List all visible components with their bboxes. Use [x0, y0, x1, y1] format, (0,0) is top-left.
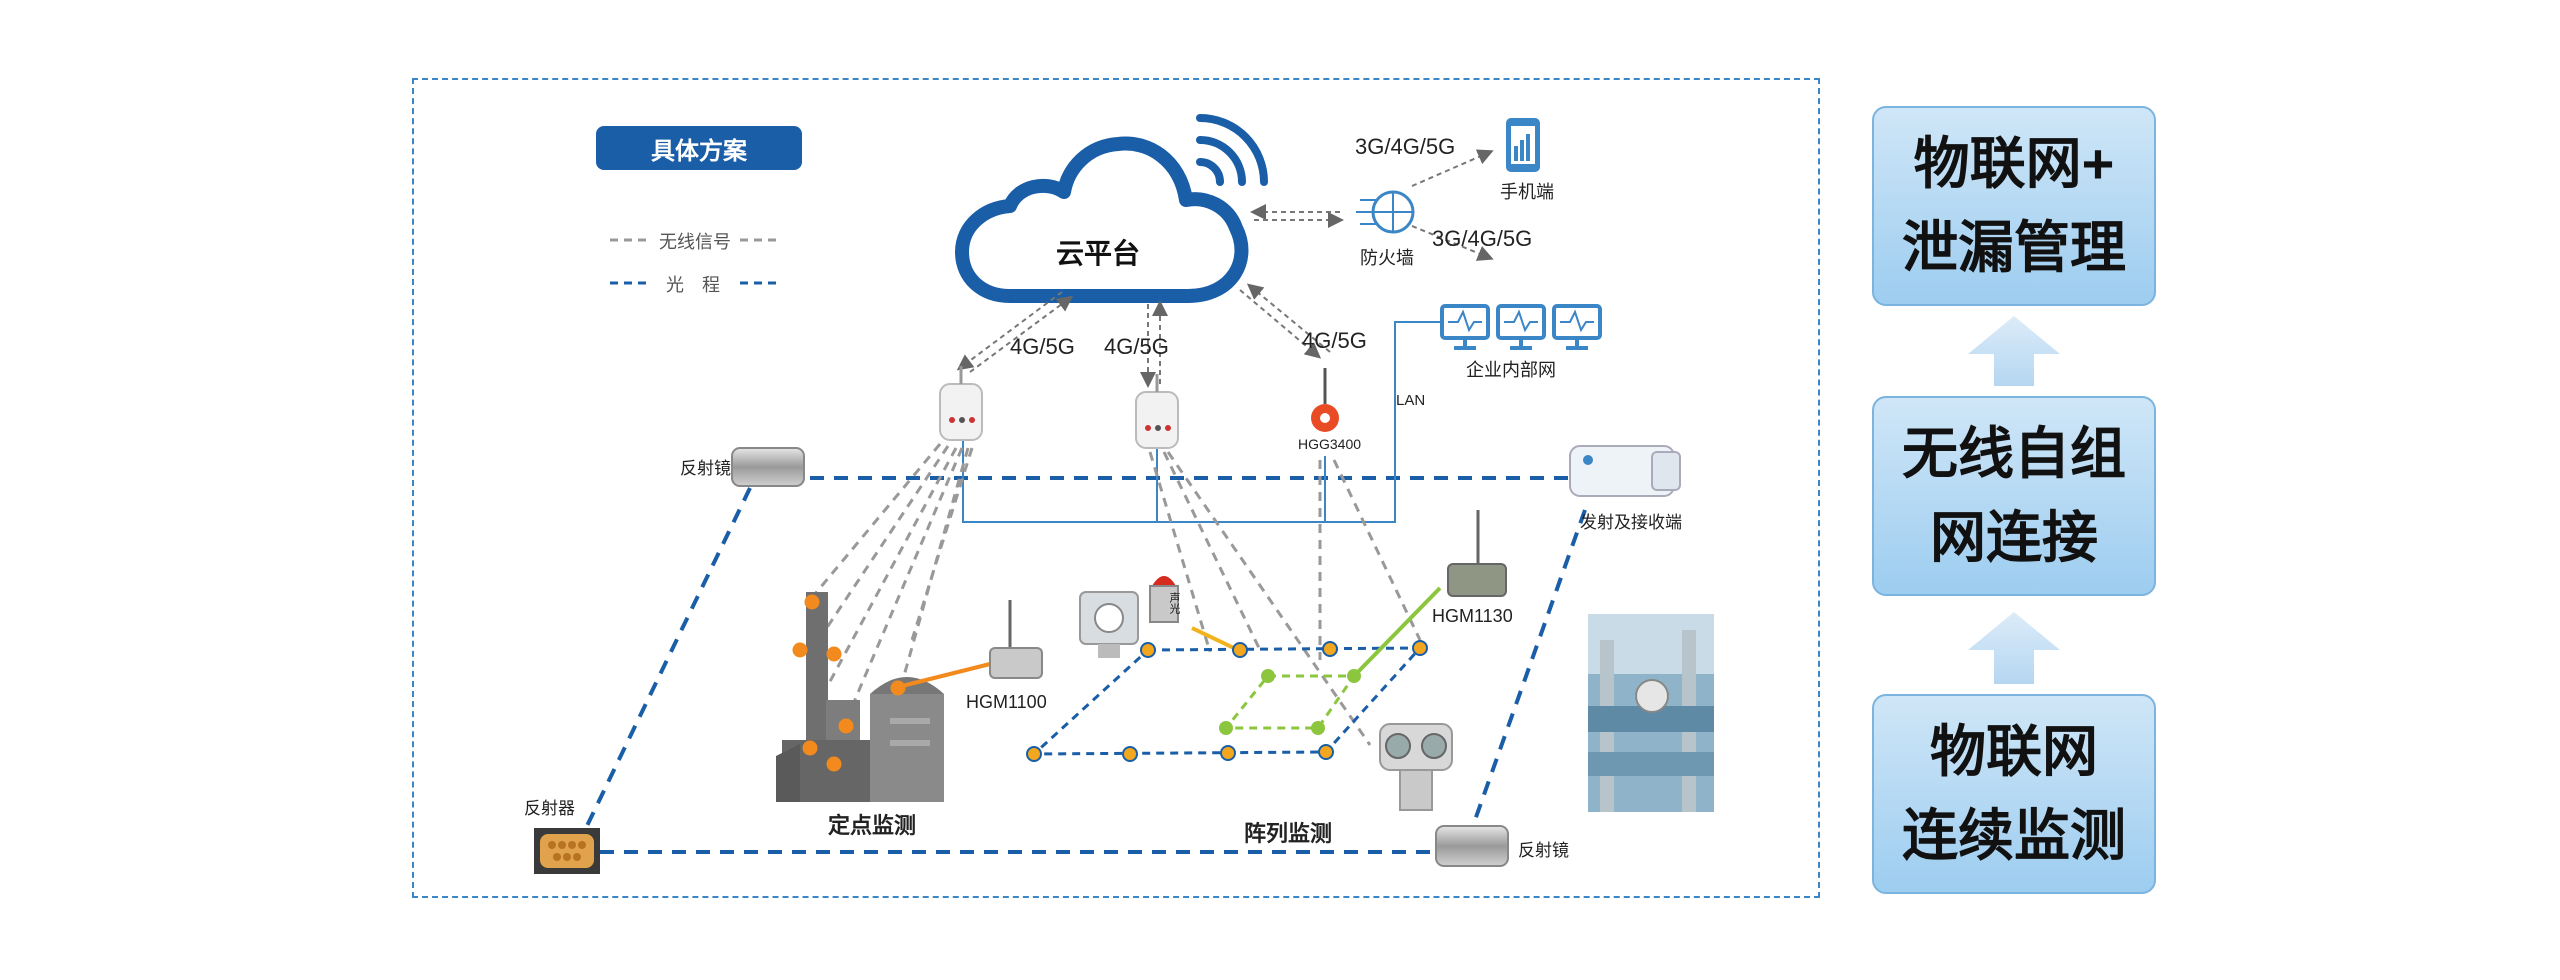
diagram-frame — [412, 78, 1820, 898]
step-wireless-network: 无线自组 网连接 — [1872, 396, 2156, 596]
fixed-point-signal-fan — [808, 443, 974, 736]
reflector-mirror-right-label: 反射镜 — [1518, 841, 1569, 860]
monitor-icons — [1440, 304, 1602, 350]
reflector-device-label: 反射器 — [524, 799, 575, 818]
firewall-icon — [1356, 190, 1415, 234]
reflector-device-icon — [534, 828, 600, 874]
station-middle — [1135, 374, 1179, 449]
intranet-label: 企业内部网 — [1466, 360, 1556, 380]
phone-network-label: 3G/4G/5G — [1355, 134, 1456, 159]
transceiver-label: 发射及接收端 — [1580, 513, 1682, 532]
firewall-network-label: 3G/4G/5G — [1432, 226, 1533, 251]
gateway-icon — [1311, 368, 1339, 432]
transceiver-icon — [1569, 445, 1681, 497]
up-arrow-top — [1968, 316, 2060, 386]
factory-sensor-links — [792, 594, 991, 772]
ptz-camera-icon — [1379, 723, 1453, 811]
reflector-mirror-right-icon — [1435, 825, 1509, 867]
step-2-line-1: 无线自组 — [1902, 422, 2126, 485]
lan-label: LAN — [1396, 392, 1426, 409]
up-arrow-bottom — [1968, 612, 2060, 684]
gateway-label: HGG3400 — [1298, 436, 1362, 452]
step-3-line-2: 连续监测 — [1902, 804, 2126, 867]
step-iot-leak-management: 物联网+ 泄漏管理 — [1872, 106, 2156, 306]
hgm1130-icon — [1447, 510, 1507, 597]
phone-label: 手机端 — [1500, 182, 1554, 202]
right-station-network-label: 4G/5G — [1302, 328, 1367, 353]
reflector-mirror-left-label: 反射镜 — [680, 459, 731, 478]
step-1-line-1: 物联网+ — [1913, 132, 2115, 195]
optical-path — [583, 476, 1587, 854]
middle-station-network-label: 4G/5G — [1104, 334, 1169, 359]
hgm1100-icon — [989, 600, 1043, 679]
hgm1130-label: HGM1130 — [1432, 606, 1513, 626]
legend-wireless-label: 无线信号 — [659, 232, 731, 252]
step-1-line-2: 泄漏管理 — [1902, 216, 2126, 279]
fixed-point-label: 定点监测 — [828, 813, 917, 838]
plant-photo — [1588, 614, 1714, 812]
array-label: 阵列监测 — [1244, 821, 1333, 846]
cloud-icon — [955, 136, 1249, 303]
hgm1100-label: HGM1100 — [966, 692, 1047, 712]
signal-waves-icon — [1196, 114, 1268, 186]
gas-detector-icon — [1079, 591, 1139, 658]
factory-icon — [776, 592, 944, 802]
alarm-light-icon — [1149, 576, 1179, 623]
solution-badge: 具体方案 — [596, 126, 802, 170]
station-left — [939, 366, 983, 441]
alarm-label: 声光 — [1168, 592, 1180, 614]
firewall-label: 防火墙 — [1360, 248, 1414, 268]
step-iot-continuous-monitoring: 物联网 连续监测 — [1872, 694, 2156, 894]
array-signal-fan — [1148, 451, 1422, 746]
legend-optical-label: 光 程 — [666, 275, 720, 295]
wireless-links — [956, 149, 1494, 388]
left-station-network-label: 4G/5G — [1010, 334, 1075, 359]
cloud-platform-label: 云平台 — [1056, 238, 1141, 269]
step-2-line-2: 网连接 — [1930, 506, 2098, 569]
array-grid — [1026, 586, 1442, 762]
phone-icon — [1506, 118, 1540, 172]
step-3-line-1: 物联网 — [1930, 720, 2098, 783]
reflector-mirror-left-icon — [731, 447, 805, 487]
